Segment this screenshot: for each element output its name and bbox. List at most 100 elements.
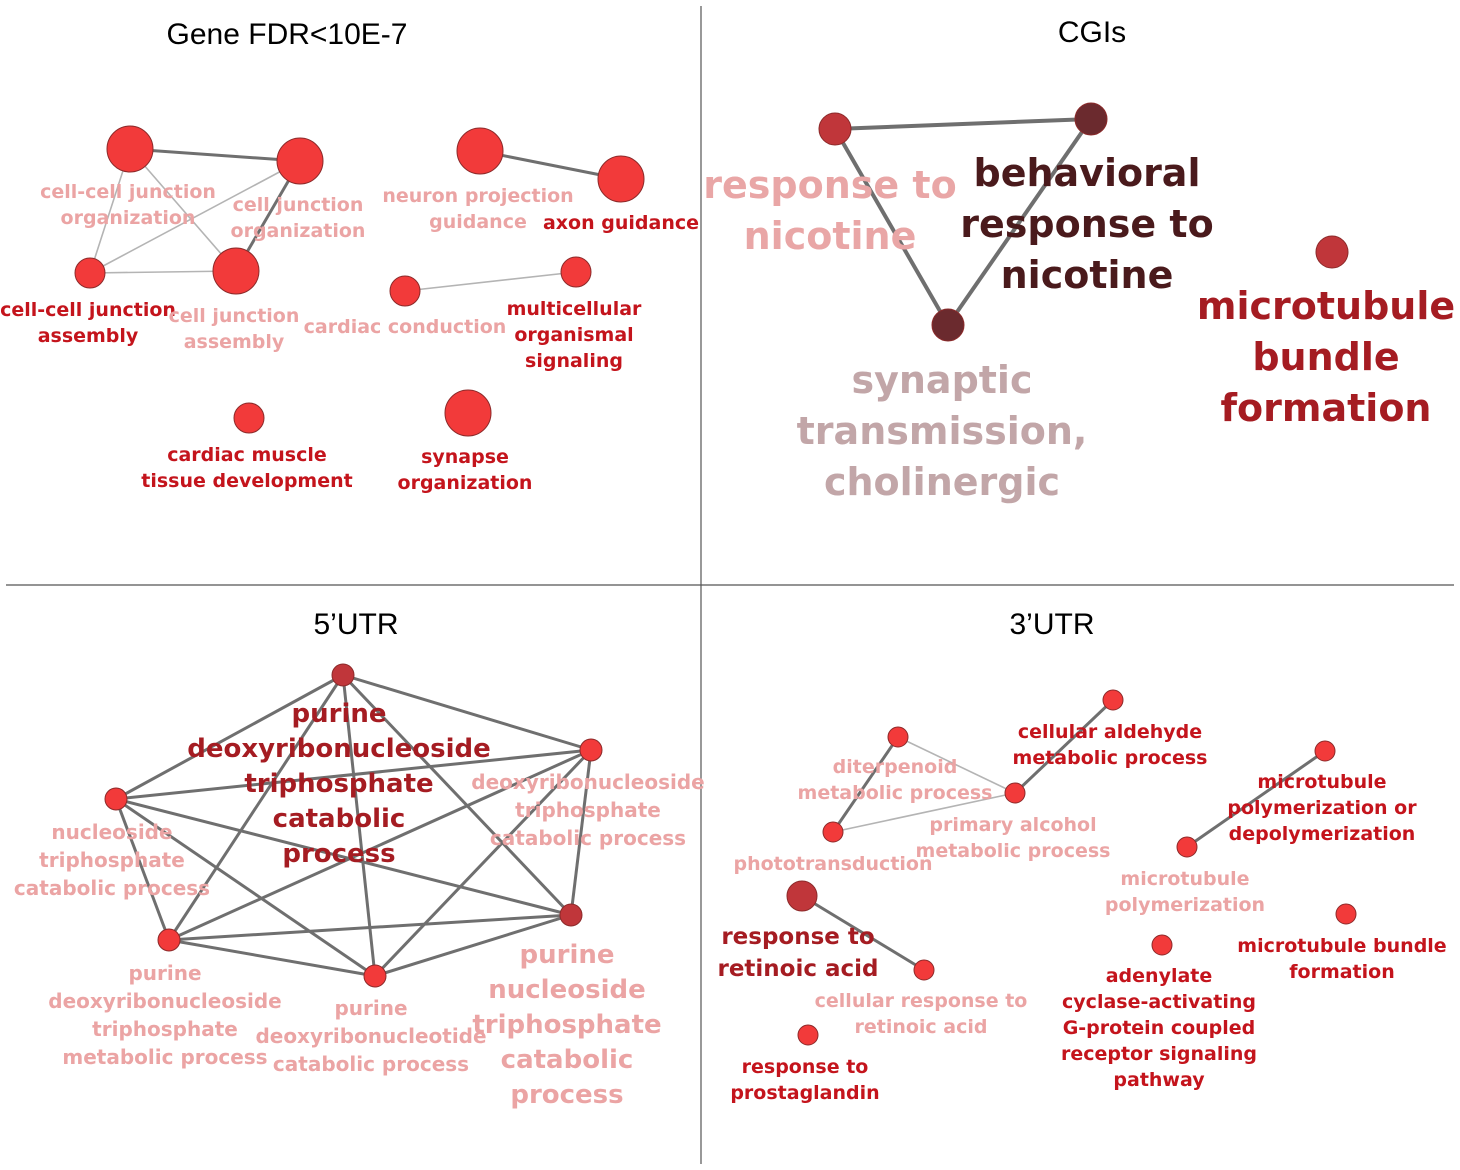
label-line: microtubule bundle [1237, 935, 1446, 957]
label-line: metabolic process [798, 782, 993, 804]
node-mp [1176, 836, 1198, 858]
label-line: cell junction [233, 194, 364, 216]
edge-rra-crra [801, 894, 925, 972]
label-line: cyclase-activating [1062, 991, 1256, 1013]
edge-dmp-pht [831, 736, 900, 833]
node-ccja [74, 257, 106, 289]
edge-rtn-stc [833, 128, 950, 326]
label-cc: cardiac conduction [304, 316, 507, 338]
edge-pht-pamp [832, 792, 1016, 833]
edge-pdtcp-pntcp [341, 673, 573, 917]
label-axg: axon guidance [543, 212, 699, 234]
label-line: nicotine [744, 214, 917, 258]
label-line: triphosphate [472, 1010, 661, 1040]
label-cjo: cell junction organization [231, 194, 366, 242]
label-rpg: response to prostaglandin [730, 1056, 879, 1104]
label-line: cellular aldehyde [1018, 721, 1202, 743]
label-line: retinoic acid [717, 956, 878, 982]
label-line: G-protein coupled [1063, 1017, 1256, 1039]
label-line: process [510, 1080, 623, 1110]
node-brn [1074, 102, 1108, 136]
node-crra [913, 959, 935, 981]
label-line: polymerization or [1227, 797, 1417, 819]
label-line: response to [721, 924, 874, 950]
edge-cjo-ccja [89, 160, 301, 274]
label-line: formation [1289, 961, 1394, 983]
label-line: response to [703, 163, 956, 207]
label-line: adenylate [1106, 965, 1213, 987]
edge-pntcp-pdtmp [168, 913, 572, 942]
label-line: metabolic process [62, 1045, 267, 1069]
node-acgp [1151, 934, 1173, 956]
label-cadmp: cellular aldehyde metabolic process [1013, 721, 1208, 769]
label-line: triphosphate [39, 848, 185, 872]
label-line: pathway [1113, 1069, 1205, 1091]
label-line: formation [1221, 386, 1432, 430]
label-line: synaptic [851, 358, 1032, 402]
network-nodes [74, 102, 1357, 1046]
node-cadmp [1102, 689, 1124, 711]
node-pht [822, 821, 844, 843]
label-line: neuron projection [382, 185, 573, 207]
label-line: polymerization [1105, 894, 1265, 916]
edge-pntcp-pdcp [374, 913, 572, 978]
label-line: metabolic process [1013, 747, 1208, 769]
edge-ccjo-cjo [129, 147, 301, 163]
edge-rtn-brn [834, 117, 1092, 131]
label-line: bundle [1252, 335, 1399, 379]
edge-dtcp-pdcp [373, 748, 593, 978]
label-line: cell-cell junction [40, 181, 216, 203]
edge-ntcp-pdtmp [114, 798, 171, 941]
label-line: metabolic process [916, 840, 1111, 862]
node-pamp [1004, 782, 1026, 804]
label-line: cardiac muscle [167, 444, 327, 466]
node-npg [456, 127, 504, 175]
label-line: retinoic acid [854, 1016, 987, 1038]
edge-dtcp-pntcp [569, 749, 593, 916]
label-line: catabolic process [490, 826, 686, 850]
label-line: process [282, 839, 395, 869]
label-line: catabolic process [14, 876, 210, 900]
node-so [444, 389, 492, 437]
label-line: purine [520, 940, 615, 970]
label-line: deoxyribonucleotide [255, 1024, 486, 1048]
label-line: prostaglandin [730, 1082, 879, 1104]
label-mbf: microtubule bundle formation [1197, 284, 1455, 430]
label-mbf3: microtubule bundle formation [1237, 935, 1446, 983]
label-ntcp: nucleoside triphosphate catabolic process [14, 820, 210, 900]
edge-pdtcp-pdcp [341, 674, 377, 977]
node-cmtd [233, 402, 265, 434]
node-rra [786, 880, 818, 912]
label-line: organismal [514, 324, 633, 346]
node-mbf [1315, 235, 1349, 269]
label-line: nucleoside [488, 975, 645, 1005]
label-line: nucleoside [51, 820, 172, 844]
edge-pdtcp-dtcp [342, 673, 592, 752]
label-line: organization [231, 220, 366, 242]
edge-cc-mos [404, 271, 577, 292]
edge-dtcp-ntcp [115, 748, 592, 801]
edge-ntcp-pdcp [115, 797, 376, 978]
edge-pdtcp-pdtmp [167, 674, 345, 941]
edge-dtcp-pdtmp [168, 748, 592, 942]
label-line: microtubule [1197, 284, 1455, 328]
label-line: response to [742, 1056, 869, 1078]
label-line: axon guidance [543, 212, 699, 234]
label-line: nicotine [1001, 253, 1174, 297]
